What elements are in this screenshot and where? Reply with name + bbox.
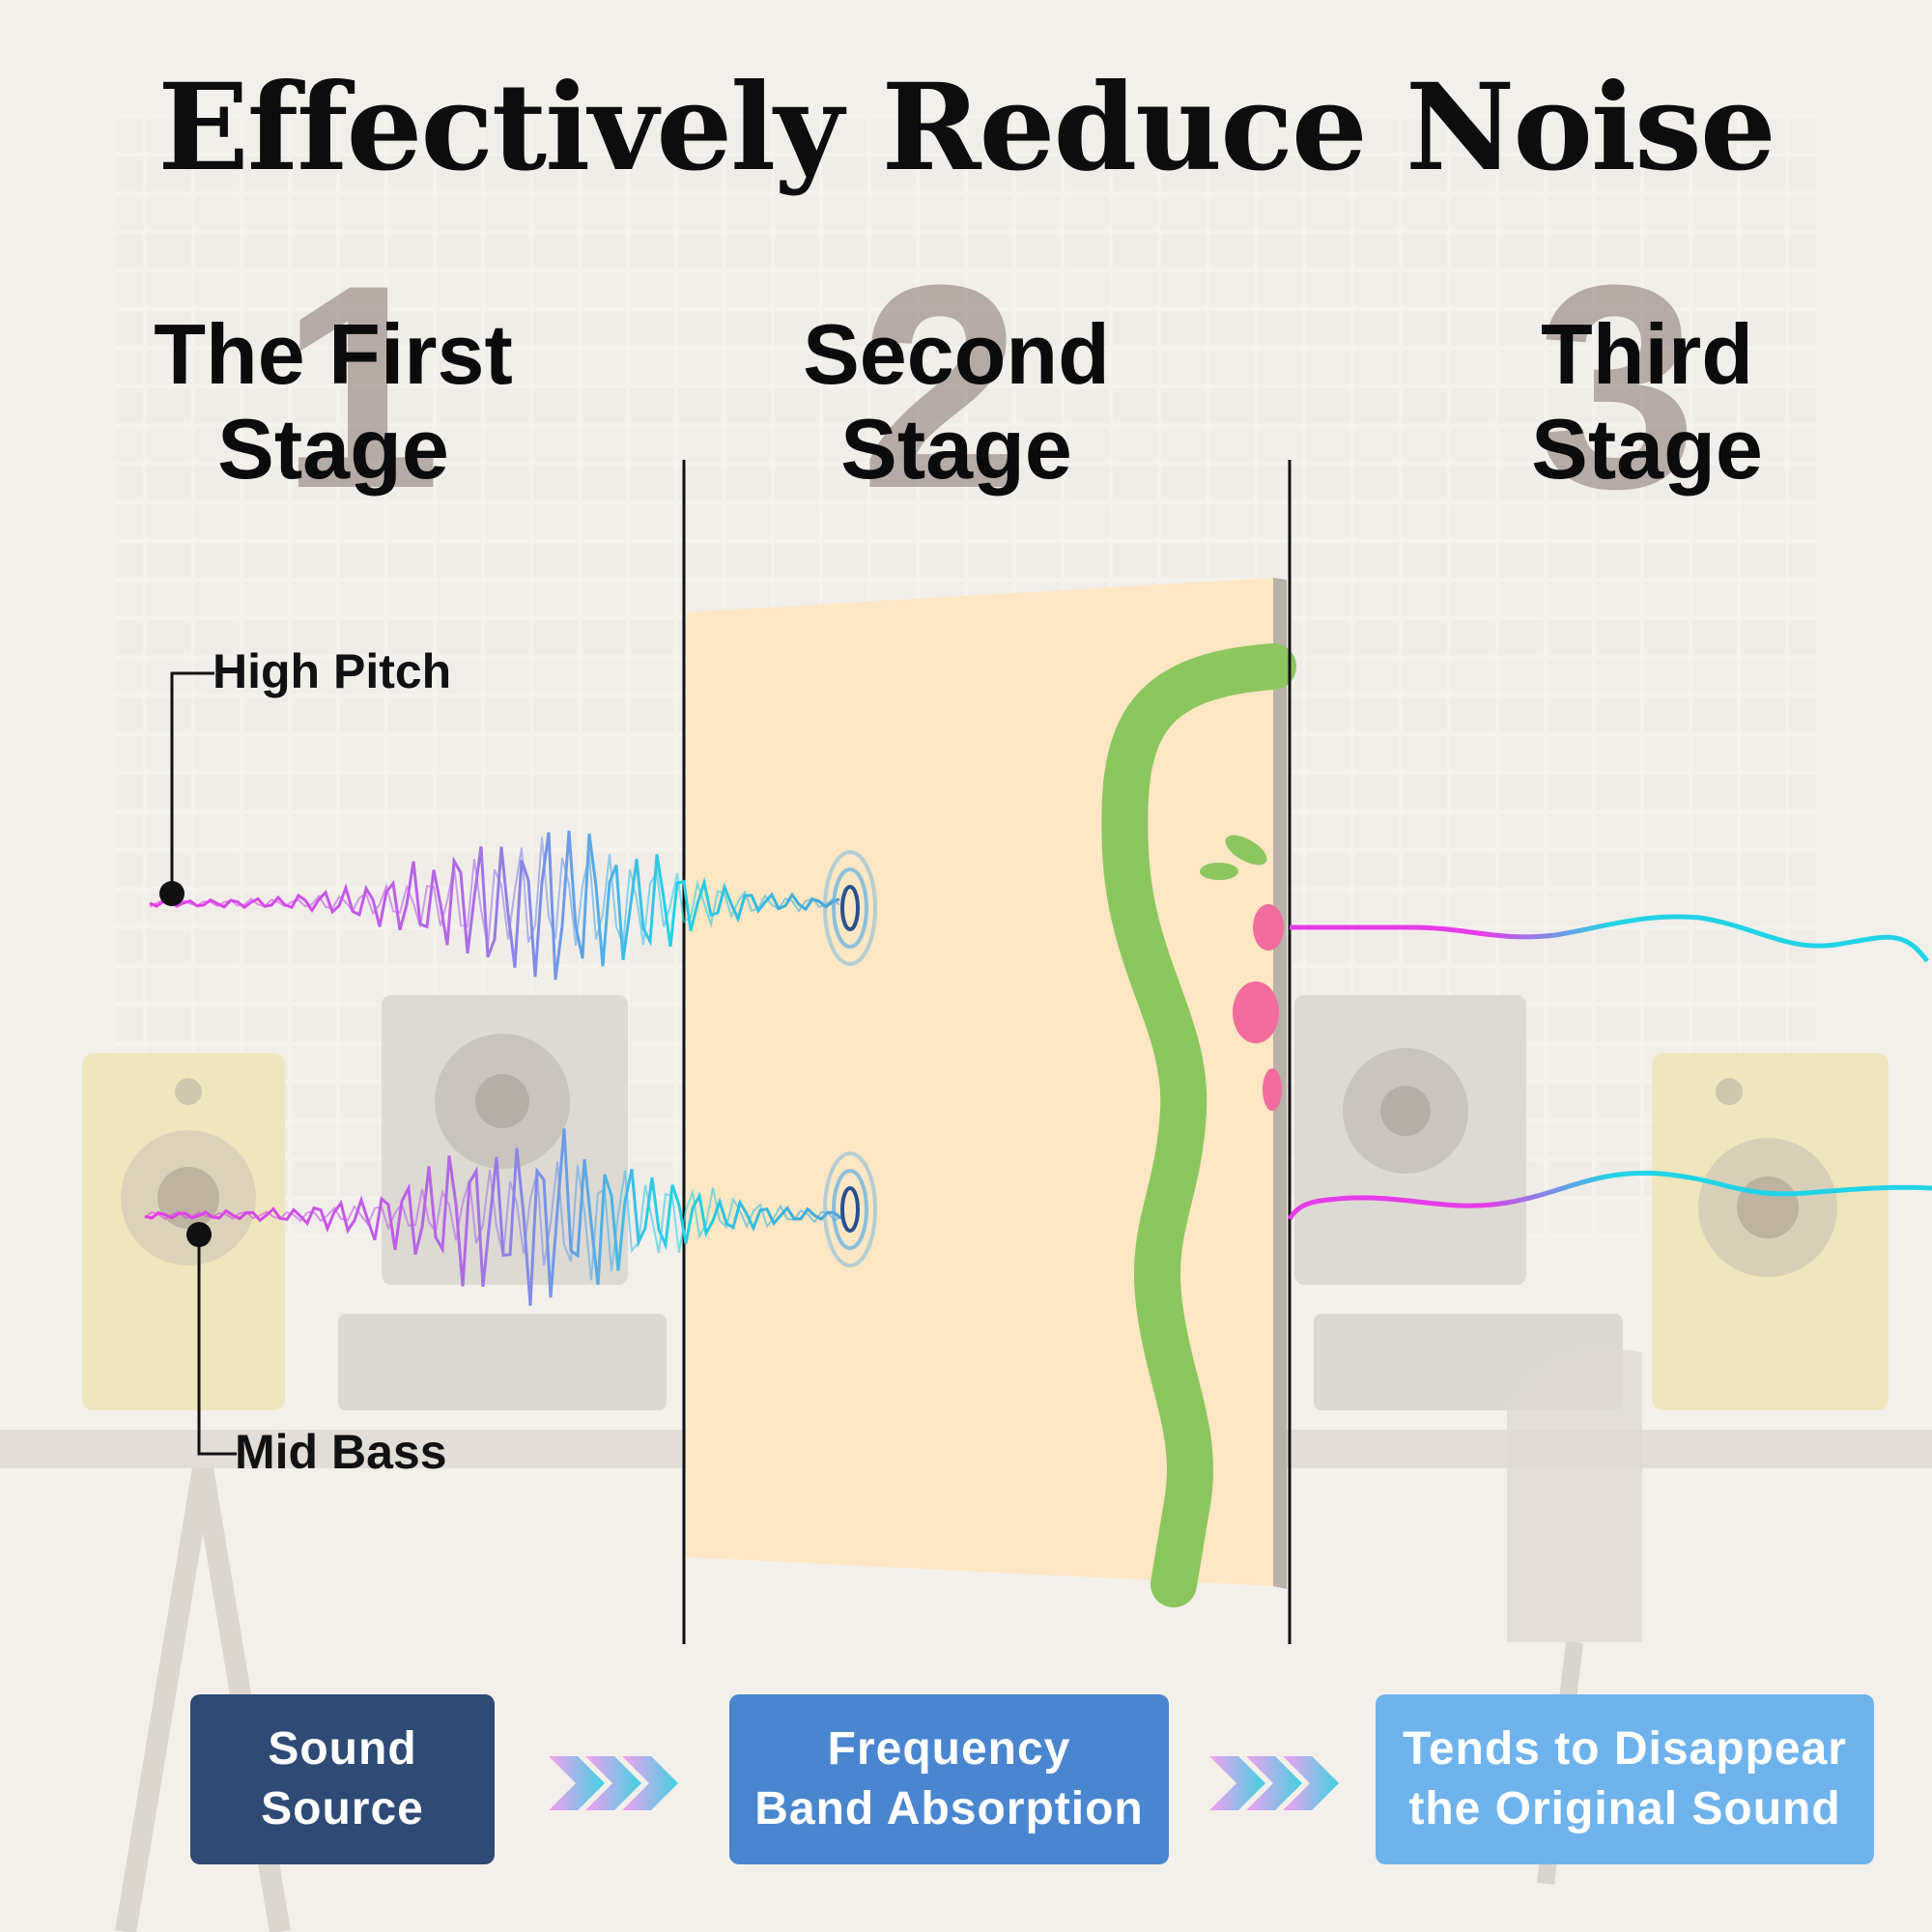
stage-heading-1-line2: Stage bbox=[217, 401, 449, 497]
chevron-arrow-icon-2 bbox=[1209, 1756, 1339, 1810]
chevron-arrow-icon-1 bbox=[549, 1756, 678, 1810]
step-1-line2: Source bbox=[261, 1783, 424, 1834]
output-wave-high bbox=[1290, 914, 1930, 963]
step-2-line2: Band Absorption bbox=[754, 1783, 1144, 1834]
stage-number-3: 3 bbox=[1536, 224, 1697, 549]
stage-heading-2-line1: Second bbox=[803, 306, 1110, 402]
ripple-icon-high bbox=[823, 850, 877, 966]
stage-heading-3: Third Stage bbox=[1396, 307, 1898, 497]
stage-heading-3-line2: Stage bbox=[1531, 401, 1763, 497]
step-3-line1: Tends to Disappear bbox=[1403, 1723, 1847, 1775]
stage-heading-3-line1: Third bbox=[1541, 306, 1753, 402]
step-2-line1: Frequency bbox=[827, 1723, 1071, 1775]
step-1-line1: Sound bbox=[268, 1723, 417, 1775]
step-frequency-absorption: Frequency Band Absorption bbox=[729, 1694, 1169, 1864]
stage-number-2: 2 bbox=[860, 224, 1021, 549]
stage-heading-2-line2: Stage bbox=[840, 401, 1072, 497]
mid-bass-leader bbox=[186, 1222, 237, 1456]
high-pitch-label: High Pitch bbox=[213, 644, 452, 698]
stage-heading-2: Second Stage bbox=[705, 307, 1208, 497]
stage-heading-1-line1: The First bbox=[154, 306, 513, 402]
stage-number-1: 1 bbox=[280, 224, 441, 549]
high-pitch-leader bbox=[159, 671, 214, 906]
page-title: Effectively Reduce Noise bbox=[157, 58, 1776, 198]
step-sound-source: Sound Source bbox=[190, 1694, 495, 1864]
step-disappear: Tends to Disappear the Original Sound bbox=[1376, 1694, 1874, 1864]
mid-bass-waveform bbox=[144, 1128, 842, 1306]
mid-bass-label: Mid Bass bbox=[235, 1425, 447, 1479]
step-3-line2: the Original Sound bbox=[1408, 1783, 1841, 1834]
output-wave-mid bbox=[1287, 1170, 1932, 1221]
acoustic-panel bbox=[686, 578, 1296, 1607]
stage-heading-1: The First Stage bbox=[82, 307, 584, 497]
high-pitch-waveform bbox=[149, 830, 840, 980]
ripple-icon-mid bbox=[823, 1151, 877, 1267]
